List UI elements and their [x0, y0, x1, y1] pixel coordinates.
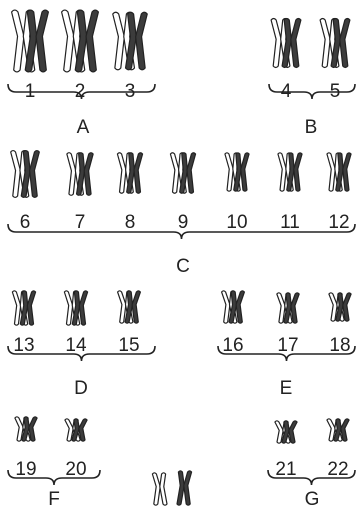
pair-number-17: 17: [273, 336, 303, 355]
pair-number-10: 10: [222, 213, 252, 232]
pair-number-9: 9: [168, 213, 198, 232]
pair-number-12: 12: [324, 213, 354, 232]
x-chromosome-dark: [177, 471, 192, 505]
group-label-C: C: [168, 257, 198, 276]
chromosome-pair-2: [62, 10, 99, 72]
chromosome-pair-21: [275, 421, 297, 443]
pair-number-16: 16: [218, 336, 248, 355]
chromosome-pair-6: [11, 151, 40, 198]
chromosome-pair-10: [225, 153, 249, 191]
chromosome-pair-11: [278, 153, 302, 191]
chromosome-pair-18: [329, 293, 351, 321]
chromosome-pair-8: [117, 153, 142, 194]
chromosome-pair-1: [12, 10, 49, 72]
pair-number-1: 1: [15, 82, 45, 101]
sex-chromosome-pair: [152, 471, 191, 505]
chromosome-pair-17: [277, 293, 299, 323]
pair-number-13: 13: [9, 336, 39, 355]
group-label-E: E: [271, 379, 301, 398]
chromosome-pair-4: [271, 18, 301, 67]
chromosome-pair-14: [64, 291, 87, 325]
chromosome-pair-22: [327, 419, 349, 441]
pair-number-6: 6: [10, 213, 40, 232]
pair-number-20: 20: [61, 460, 91, 479]
chromosome-pair-12: [327, 153, 351, 191]
chromosome-pair-9: [170, 153, 195, 194]
chromosome-pair-7: [67, 153, 93, 196]
group-label-D: D: [66, 379, 96, 398]
pair-number-14: 14: [61, 336, 91, 355]
pair-number-2: 2: [65, 82, 95, 101]
pair-number-5: 5: [320, 82, 350, 101]
pair-number-21: 21: [271, 460, 301, 479]
pair-number-4: 4: [271, 82, 301, 101]
chromosome-pair-13: [12, 291, 35, 325]
group-label-A: A: [68, 118, 98, 137]
pair-number-22: 22: [323, 460, 353, 479]
pair-number-19: 19: [11, 460, 41, 479]
pair-number-11: 11: [275, 213, 305, 232]
chromosome-pair-20: [65, 419, 87, 441]
pair-number-18: 18: [325, 336, 355, 355]
chromosome-pair-3: [113, 12, 147, 70]
group-label-B: B: [296, 118, 326, 137]
group-label-G: G: [297, 490, 327, 509]
chromosome-pair-5: [320, 18, 350, 67]
pair-number-7: 7: [65, 213, 95, 232]
x-chromosome-light: [152, 473, 167, 505]
chromosome-pair-19: [15, 417, 37, 441]
pair-number-15: 15: [114, 336, 144, 355]
group-label-F: F: [39, 490, 69, 509]
chromosome-pair-16: [222, 291, 245, 323]
pair-number-3: 3: [115, 82, 145, 101]
pair-number-8: 8: [115, 213, 145, 232]
chromosome-pair-15: [118, 291, 141, 323]
